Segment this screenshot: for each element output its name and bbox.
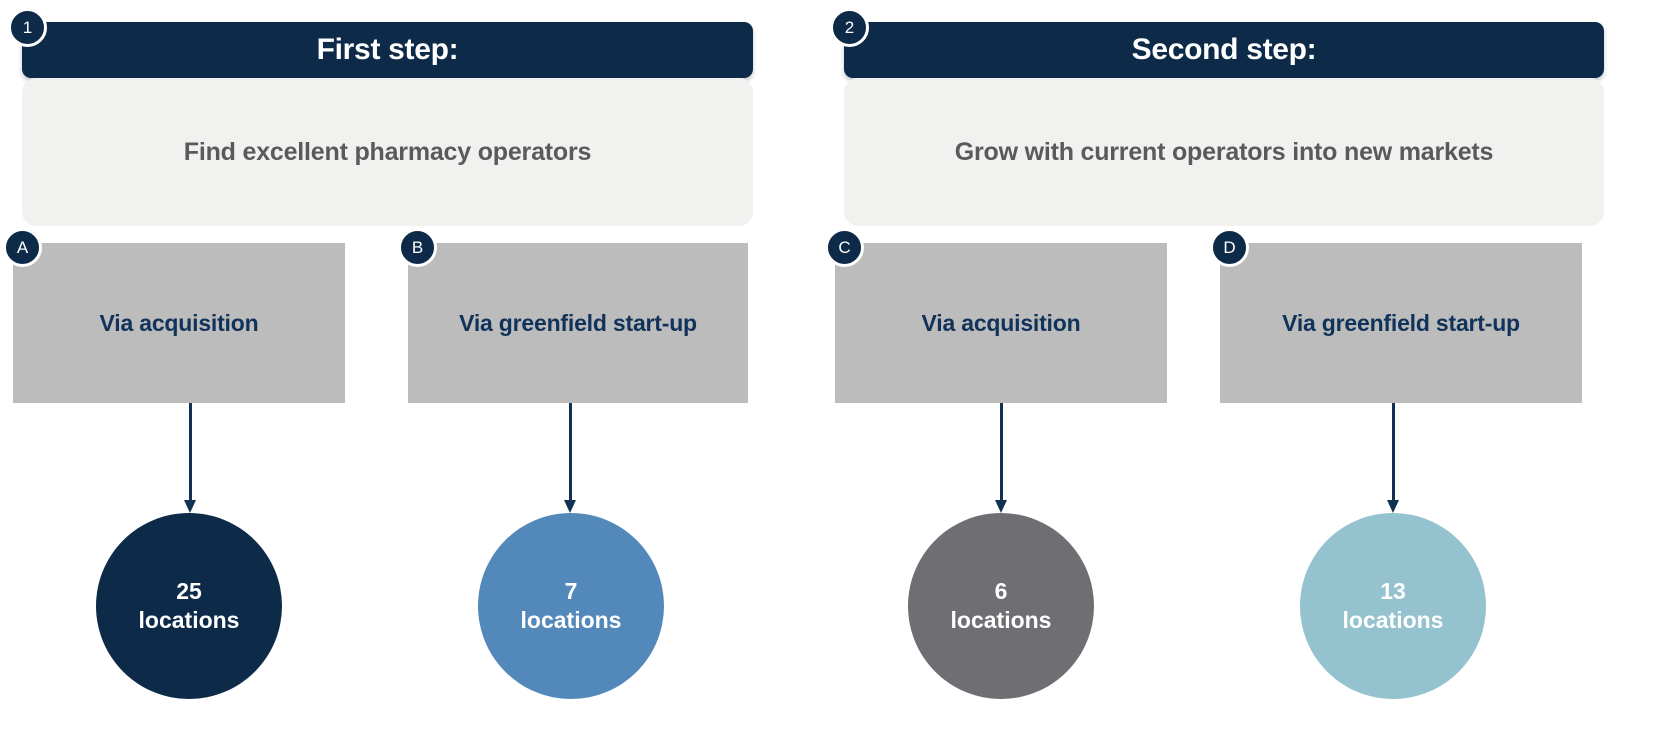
step-header-2-title: Second step: bbox=[1131, 33, 1317, 66]
option-badge-b: B bbox=[398, 228, 437, 267]
arrow-d-head bbox=[1387, 500, 1399, 513]
option-box-c[interactable]: Via acquisition bbox=[835, 243, 1167, 403]
result-a-value: 25 bbox=[176, 578, 202, 605]
option-box-d[interactable]: Via greenfield start-up bbox=[1220, 243, 1582, 403]
step-panel-2: 2 Second step: Grow with current operato… bbox=[822, 0, 1672, 742]
option-badge-c: C bbox=[825, 228, 864, 267]
result-c-value: 6 bbox=[994, 578, 1008, 605]
option-box-a[interactable]: Via acquisition bbox=[13, 243, 345, 403]
step-description-card-1: Find excellent pharmacy operators bbox=[22, 78, 753, 226]
result-d-value: 13 bbox=[1380, 578, 1406, 605]
result-a-unit: locations bbox=[138, 607, 240, 633]
option-badge-a-label: A bbox=[16, 237, 29, 257]
step-header-1: First step: bbox=[22, 22, 753, 78]
step-badge-2-label: 2 bbox=[844, 17, 855, 37]
result-circle-d: 13 locations bbox=[1300, 513, 1486, 699]
step-description-1-text: Find excellent pharmacy operators bbox=[183, 137, 592, 166]
step-header-2: Second step: bbox=[844, 22, 1604, 78]
option-badge-d: D bbox=[1210, 228, 1249, 267]
arrow-b-head bbox=[564, 500, 576, 513]
option-box-b-label: Via greenfield start-up bbox=[459, 309, 697, 336]
arrow-a-line bbox=[189, 403, 192, 500]
arrow-c-line bbox=[1000, 403, 1003, 500]
result-circle-a: 25 locations bbox=[96, 513, 282, 699]
option-box-c-label: Via acquisition bbox=[921, 309, 1081, 336]
result-c-unit: locations bbox=[950, 607, 1052, 633]
step-header-1-title: First step: bbox=[316, 33, 459, 66]
result-circle-c: 6 locations bbox=[908, 513, 1094, 699]
option-box-d-label: Via greenfield start-up bbox=[1282, 309, 1520, 336]
result-circle-b: 7 locations bbox=[478, 513, 664, 699]
result-b-value: 7 bbox=[564, 578, 578, 605]
option-badge-b-label: B bbox=[411, 237, 424, 257]
step-badge-2: 2 bbox=[830, 8, 869, 47]
step-description-2-text: Grow with current operators into new mar… bbox=[954, 137, 1494, 166]
step-badge-1: 1 bbox=[8, 8, 47, 47]
result-d-unit: locations bbox=[1342, 607, 1444, 633]
arrow-d-line bbox=[1392, 403, 1395, 500]
option-box-a-label: Via acquisition bbox=[99, 309, 259, 336]
option-badge-c-label: C bbox=[838, 237, 851, 257]
arrow-c-head bbox=[995, 500, 1007, 513]
step-panel-1: 1 First step: Find excellent pharmacy op… bbox=[0, 0, 812, 742]
arrow-a-head bbox=[184, 500, 196, 513]
option-box-b[interactable]: Via greenfield start-up bbox=[408, 243, 748, 403]
step-description-card-2: Grow with current operators into new mar… bbox=[844, 78, 1604, 226]
arrow-b-line bbox=[569, 403, 572, 500]
option-badge-a: A bbox=[3, 228, 42, 267]
option-badge-d-label: D bbox=[1223, 237, 1236, 257]
step-badge-1-label: 1 bbox=[22, 17, 33, 37]
result-b-unit: locations bbox=[520, 607, 622, 633]
